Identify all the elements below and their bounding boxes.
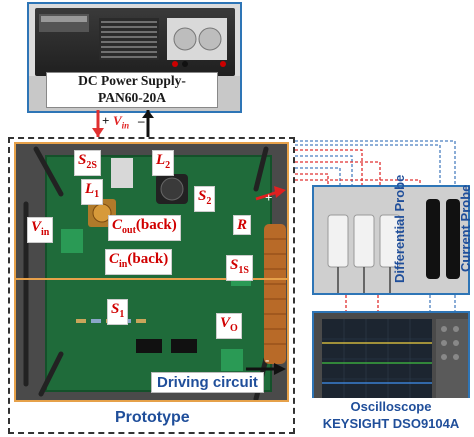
label-s2s: S2S [74, 150, 101, 176]
label-cout: Cout(back) [108, 215, 181, 241]
label-cin: Cin(back) [105, 249, 173, 275]
power-supply-name: DC Power Supply- [78, 73, 186, 88]
probes-photo [312, 185, 470, 295]
vin-subscript: in [121, 120, 130, 131]
input-plus-sign: + [102, 113, 110, 128]
label-s2: S2 [194, 186, 216, 212]
input-positive-arrow [92, 128, 104, 137]
oscilloscope-name: Oscilloscope [350, 399, 432, 414]
probes-illustration [314, 187, 468, 293]
power-supply-model: PAN60-20A [98, 90, 166, 105]
label-r: R [233, 215, 252, 235]
power-supply-label: DC Power Supply- PAN60-20A [46, 72, 218, 106]
vin-symbol: V [113, 113, 122, 128]
scope-leads [345, 295, 456, 311]
oscilloscope-model: KEYSIGHT DSO9104A [322, 416, 460, 431]
input-negative-arrow [142, 110, 154, 118]
power-supply-label-box [46, 72, 218, 108]
prototype-label: Prototype [115, 409, 190, 426]
oscilloscope-label: Oscilloscope KEYSIGHT DSO9104A [312, 398, 470, 432]
probe-leads [295, 140, 456, 190]
oscilloscope-label-box [312, 398, 470, 435]
oscilloscope-screen-illustration [314, 313, 468, 403]
label-vo: VO [216, 313, 242, 339]
input-minus-sign: – [138, 113, 145, 128]
prototype-boundary [8, 137, 295, 434]
board-minus-mark: - [265, 352, 270, 367]
label-vin: Vin [27, 217, 54, 243]
label-s1s: S1S [226, 255, 253, 281]
input-vin-label: Vin [113, 113, 129, 131]
power-supply-panel-icon [39, 14, 227, 67]
label-l2: L2 [152, 150, 175, 176]
board-plus-mark: + [265, 190, 273, 205]
driving-circuit-label: Driving circuit [151, 372, 264, 393]
label-l1: L1 [81, 179, 104, 205]
power-supply-photo [27, 2, 242, 113]
label-s1: S1 [107, 299, 129, 325]
differential-probe-label: Differential Probe [392, 174, 407, 283]
current-probe-label: Current Probe [458, 184, 473, 272]
power-supply-unit [35, 8, 235, 76]
